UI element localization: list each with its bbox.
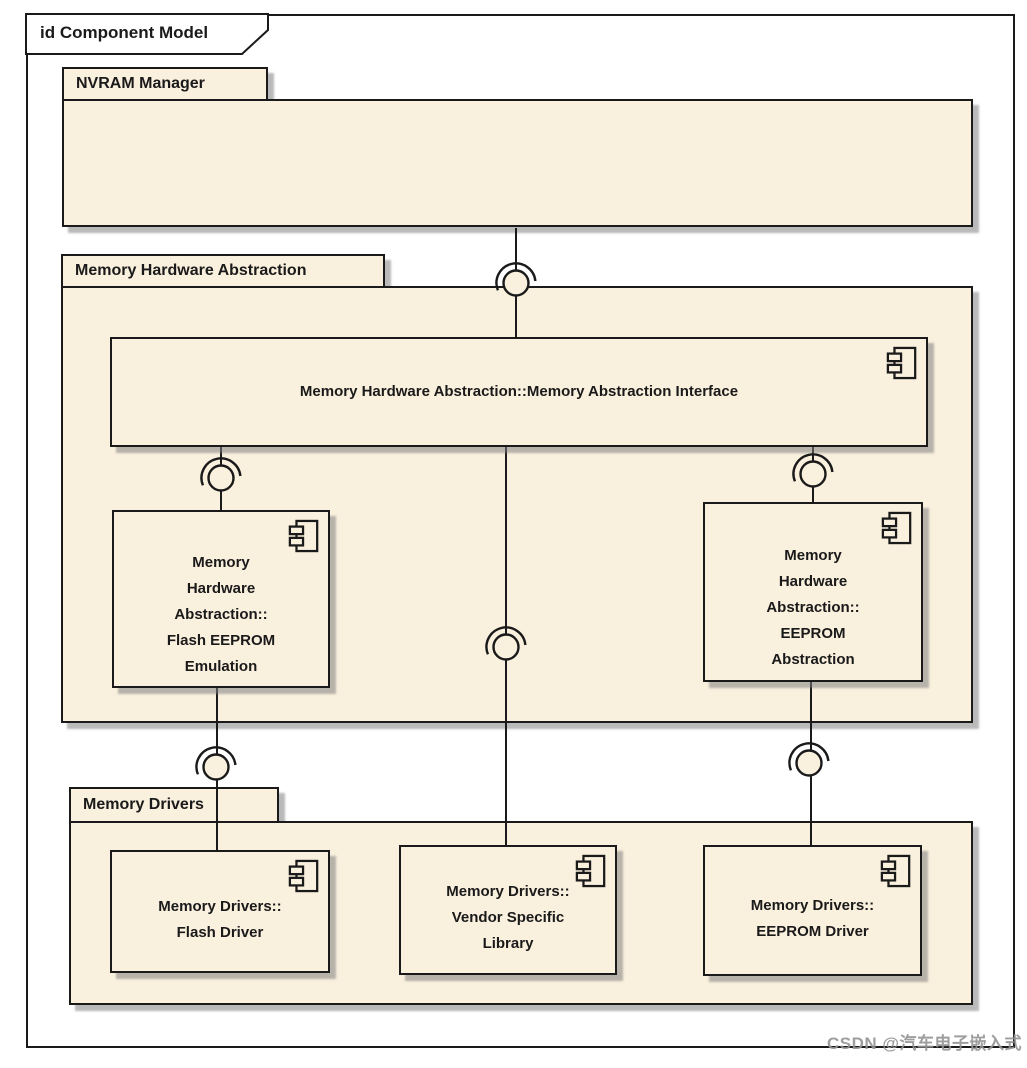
frame-title-tab: [25, 13, 269, 55]
component-icon: [881, 511, 912, 545]
component-icon: [288, 519, 319, 553]
component-label-line: Memory Drivers::: [446, 883, 570, 900]
component-label-line: Hardware: [186, 580, 256, 597]
component-label-line: EEPROM Driver: [756, 922, 869, 940]
package-tab-nvram-manager: NVRAM Manager: [62, 67, 268, 101]
component-label-line: Abstraction::: [174, 606, 268, 623]
component-eeprom-abstraction: Memory Hardware Abstraction:: EEPROM Abs…: [703, 502, 923, 682]
component-label-line: Emulation: [184, 658, 258, 675]
package-label-nvram-manager: NVRAM Manager: [76, 75, 205, 92]
component-label-line: Memory Drivers::: [750, 896, 875, 914]
component-label-line: Hardware: [778, 573, 848, 590]
package-body-nvram-manager: [62, 99, 973, 227]
component-icon: [880, 854, 911, 888]
component-label-line: EEPROM: [780, 625, 846, 642]
component-label-line: Flash Driver: [176, 923, 264, 941]
frame-title: id Component Model: [40, 23, 209, 42]
component-flash-driver: Memory Drivers:: Flash Driver: [110, 850, 330, 973]
component-memory-abstraction-interface: Memory Hardware Abstraction::Memory Abst…: [110, 337, 928, 447]
package-tab-memory-hardware-abstraction: Memory Hardware Abstraction: [61, 254, 385, 288]
csdn-watermark: CSDN @汽车电子嵌入式: [827, 1034, 1022, 1053]
component-icon: [886, 346, 917, 380]
package-label-memory-hardware-abstraction: Memory Hardware Abstraction: [75, 262, 307, 279]
component-label-line: Memory: [784, 547, 842, 564]
component-eeprom-driver: Memory Drivers:: EEPROM Driver: [703, 845, 922, 976]
component-label-line: Flash EEPROM: [166, 632, 276, 649]
component-icon: [575, 854, 606, 888]
component-label-line: Memory Drivers::: [158, 897, 282, 915]
component-flash-eeprom-emulation: Memory Hardware Abstraction:: Flash EEPR…: [112, 510, 330, 688]
component-label-line: Library: [482, 935, 534, 952]
component-label-line: Vendor Specific: [451, 909, 565, 926]
package-tab-memory-drivers: Memory Drivers: [69, 787, 279, 823]
component-label: Memory Hardware Abstraction::Memory Abst…: [299, 383, 739, 400]
component-label-line: Abstraction::: [766, 599, 860, 616]
component-label-line: Memory: [192, 554, 250, 571]
component-icon: [288, 859, 319, 893]
package-label-memory-drivers: Memory Drivers: [83, 796, 204, 813]
component-label-line: Abstraction: [771, 651, 855, 668]
component-vendor-specific-library: Memory Drivers:: Vendor Specific Library: [399, 845, 617, 975]
